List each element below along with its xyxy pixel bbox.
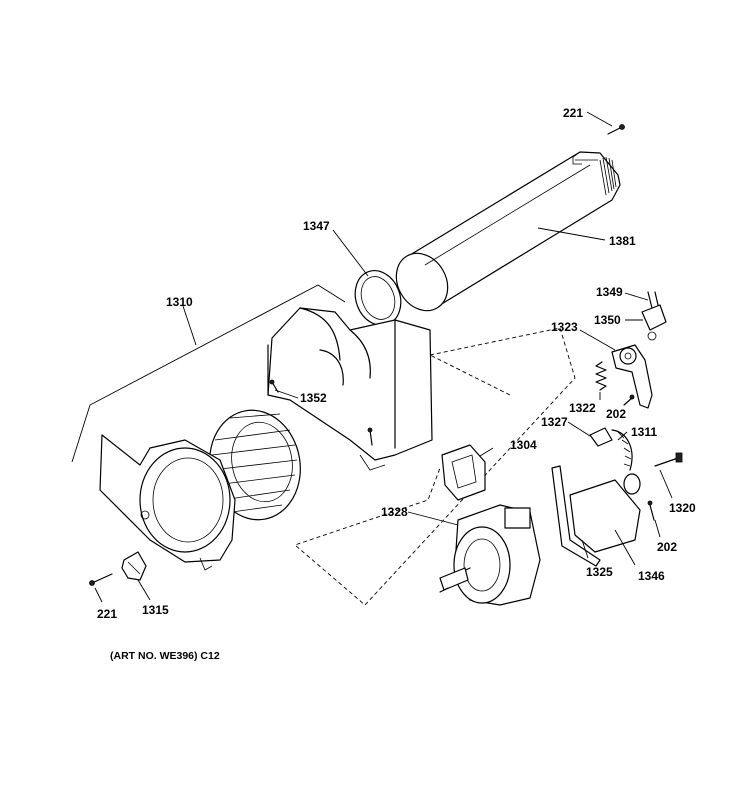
idler-spring	[595, 361, 607, 391]
part-label-1322: 1322	[569, 401, 596, 415]
part-label-221-top: 221	[563, 106, 583, 120]
front-housing-cover	[99, 434, 236, 571]
part-label-1311: 1311	[631, 425, 657, 439]
leader-lines	[94, 111, 673, 603]
part-label-1352: 1352	[300, 391, 327, 405]
screw-202-upper	[623, 394, 635, 406]
part-label-1323: 1323	[551, 320, 578, 334]
part-label-1346: 1346	[638, 569, 665, 583]
blower-housing	[267, 307, 433, 471]
belt-and-mount	[551, 465, 655, 567]
part-label-1325: 1325	[586, 565, 613, 579]
art-number-caption: (ART NO. WE396) C12	[110, 650, 220, 662]
part-label-1349: 1349	[596, 285, 623, 299]
pulley-bolt	[654, 452, 683, 467]
part-label-1327: 1327	[541, 415, 568, 429]
switch-assembly	[641, 291, 667, 341]
screw-221-top	[607, 124, 625, 135]
part-label-1350: 1350	[594, 313, 621, 327]
part-label-1381: 1381	[609, 234, 636, 248]
part-label-1304: 1304	[510, 438, 537, 452]
part-label-1328: 1328	[381, 505, 408, 519]
thermistor-clip	[121, 551, 147, 581]
part-label-1315: 1315	[142, 603, 169, 617]
idler-pulley-parts	[589, 427, 633, 471]
motor-mount-bracket	[441, 444, 486, 501]
part-label-1310: 1310	[166, 295, 193, 309]
drive-motor	[439, 504, 541, 606]
part-label-202-upper: 202	[606, 407, 626, 421]
part-labels: 221 1381 1347 1310 1349 1350 1323 1352 1…	[97, 106, 696, 621]
idler-bracket	[611, 344, 653, 409]
part-label-221-bottom: 221	[97, 607, 117, 621]
screw-221-bottom	[89, 573, 113, 586]
part-label-1347: 1347	[303, 219, 330, 233]
housing-assembly-bracket	[71, 284, 346, 463]
exhaust-duct-tube	[395, 151, 621, 312]
part-label-202-lower: 202	[657, 540, 677, 554]
assembly-dashed-outline	[294, 327, 576, 606]
part-label-1320: 1320	[669, 501, 696, 515]
